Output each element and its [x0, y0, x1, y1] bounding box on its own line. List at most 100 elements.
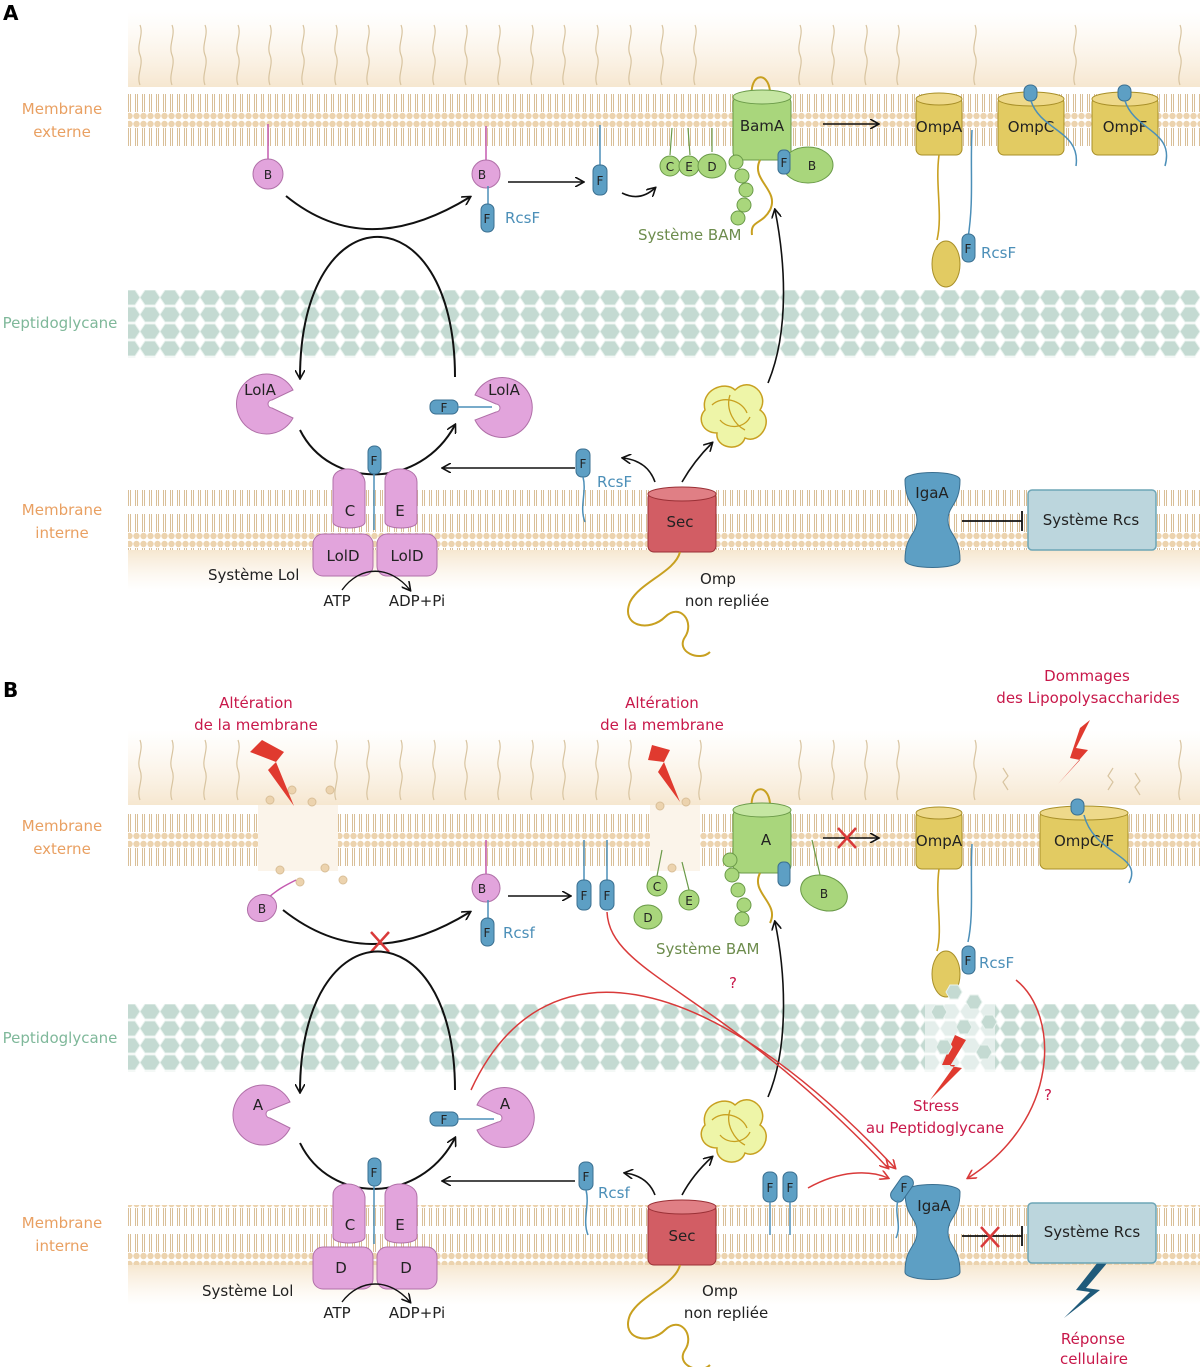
blocked-x-icon-igaa — [980, 1226, 1000, 1248]
lolB-rcsf-b: B F Rcsf — [471, 840, 535, 947]
rcsf-inner: F RcsF — [575, 448, 632, 523]
rcsf-pair-om: F F — [576, 840, 615, 911]
rcsf-f-lolA: F — [441, 401, 448, 415]
bam-d-label: D — [707, 160, 716, 174]
question-mark-1: ? — [729, 974, 737, 992]
bam-d-b-label: D — [643, 911, 652, 925]
lolA-right-label: LolA — [488, 381, 520, 399]
bam-c-b-label: C — [653, 880, 661, 894]
bam-system-b-label: Système BAM — [656, 940, 759, 958]
rcsf-f-b2: F — [581, 889, 588, 903]
membrane-gap-2 — [650, 805, 700, 871]
bam-system-label: Système BAM — [638, 226, 741, 244]
adp-b-label: ADP+Pi — [389, 1304, 445, 1322]
rcsf-f-b-lola: F — [441, 1113, 448, 1127]
blocked-x-icon-lol — [370, 931, 390, 953]
ompF-label: OmpF — [1103, 118, 1148, 136]
inner-membrane-label-b-2: interne — [35, 1237, 88, 1255]
red-arrow-ompa-rcsf-to-igaa — [968, 979, 1046, 1178]
outer-membrane-label-2: externe — [33, 123, 91, 141]
omp-unfolded-b-1: Omp — [702, 1282, 738, 1300]
rcs-system-label: Système Rcs — [1043, 511, 1140, 529]
rcsf-label-b-om: Rcsf — [503, 924, 535, 942]
panel-b: B Membrane externe Peptido — [3, 667, 1200, 1370]
lightning-icon-pg — [930, 1035, 966, 1100]
bam-b-label: B — [808, 159, 816, 173]
lolD2-b-label: D — [400, 1259, 412, 1277]
lolA-left: LolA — [236, 373, 294, 435]
peptidoglycan-label-b: Peptidoglycane — [3, 1029, 118, 1047]
ompA: OmpA F RcsF — [915, 92, 1016, 288]
lolB-b2-label: B — [478, 882, 486, 896]
omp-unfolded-2: non repliée — [685, 592, 769, 610]
lps-chains-b — [138, 739, 1182, 801]
rcsf-f-im: F — [580, 457, 587, 471]
bam-e-label: E — [685, 160, 693, 174]
ompCF-label: OmpC/F — [1054, 832, 1114, 850]
adp-label: ADP+Pi — [389, 592, 445, 610]
arrow-omp-to-bam — [767, 210, 785, 384]
bamA-b-label: A — [761, 831, 772, 849]
rcs-system: Système Rcs — [1027, 489, 1157, 551]
sec-translocon-b: Sec Omp non repliée — [627, 1199, 768, 1370]
bamA-label: BamA — [740, 117, 785, 135]
ompA-b-label: OmpA — [916, 832, 963, 850]
arrow-lola-loop-b — [300, 950, 456, 1092]
blocked-x-icon-bam — [837, 827, 857, 849]
lolA-right: LolA F — [429, 377, 533, 438]
lolD1-b-label: D — [335, 1259, 347, 1277]
omp-unfolded-b-2: non repliée — [684, 1304, 768, 1322]
ompC-label: OmpC — [1008, 118, 1054, 136]
rcsf-f-bam: F — [781, 156, 788, 170]
lolE-b-label: E — [395, 1216, 404, 1234]
alteration-1-line-1: Altération — [219, 694, 293, 712]
rcsf-f-b1: F — [484, 926, 491, 940]
arrow-omp-to-bam-b — [767, 922, 785, 1098]
outer-membrane-label-b-2: externe — [33, 840, 91, 858]
rcs-system-b: Système Rcs — [1027, 1202, 1157, 1264]
ompA-label: OmpA — [916, 118, 963, 136]
arrow-sec-to-omp — [681, 443, 712, 483]
lolC-b-label: C — [345, 1216, 355, 1234]
bam-complex: BamA C E D B F Système BAM — [638, 76, 834, 244]
ompC: OmpC — [997, 84, 1078, 167]
rcsf-f-b-im: F — [583, 1170, 590, 1184]
lolC-label: C — [345, 502, 355, 520]
ompCF-b: OmpC/F — [1039, 798, 1133, 884]
red-arrow-lola-to-igaa — [470, 991, 895, 1168]
inner-membrane-label-1: Membrane — [22, 501, 102, 519]
igaA: IgaA — [904, 472, 961, 568]
lolB-left-label: B — [264, 168, 272, 182]
panel-a: A Membrane externe Peptidoglycane Membra — [3, 1, 1200, 657]
lolD2-label: LolD — [391, 547, 424, 565]
lolB-b-label: B — [258, 902, 266, 916]
lolA-right-b: A F — [429, 1087, 535, 1148]
peptidoglycan-layer-b — [128, 1004, 1200, 1072]
arrow-sec-to-rcsf — [623, 458, 656, 483]
rcsf-f-b5: F — [787, 1181, 794, 1195]
lolA-left-label: LolA — [244, 381, 276, 399]
alteration-1-line-2: de la membrane — [194, 716, 318, 734]
rcsf-label-ompa: RcsF — [981, 244, 1016, 262]
rcsf-f-b-lolcde: F — [371, 1166, 378, 1180]
rcsf-f-2: F — [597, 174, 604, 188]
rcsf-inner-b: F Rcsf — [578, 1161, 630, 1236]
lolCDE-b: C E F D D Système Lol ATP ADP+Pi — [202, 1157, 445, 1322]
arrow-lolA-to-lolB — [285, 195, 470, 231]
lolB-left: B — [252, 124, 284, 190]
lps-damage-line-1: Dommages — [1044, 667, 1130, 685]
lps-chains — [138, 24, 1182, 86]
ompF: OmpF — [1091, 84, 1168, 167]
rcsf-f-1: F — [484, 212, 491, 226]
lolB-right-label: B — [478, 168, 486, 182]
bam-c-label: C — [666, 160, 674, 174]
arrow-rcsf-to-bam — [621, 188, 655, 198]
pg-stress-line-2: au Peptidoglycane — [866, 1119, 1004, 1137]
folding-omp — [700, 383, 767, 448]
lolA-left-b: A — [232, 1084, 291, 1146]
question-mark-2: ? — [1044, 1086, 1052, 1104]
detached-lipids — [265, 785, 691, 887]
omp-unfolded-1: Omp — [700, 570, 736, 588]
pg-stress-line-1: Stress — [913, 1097, 959, 1115]
